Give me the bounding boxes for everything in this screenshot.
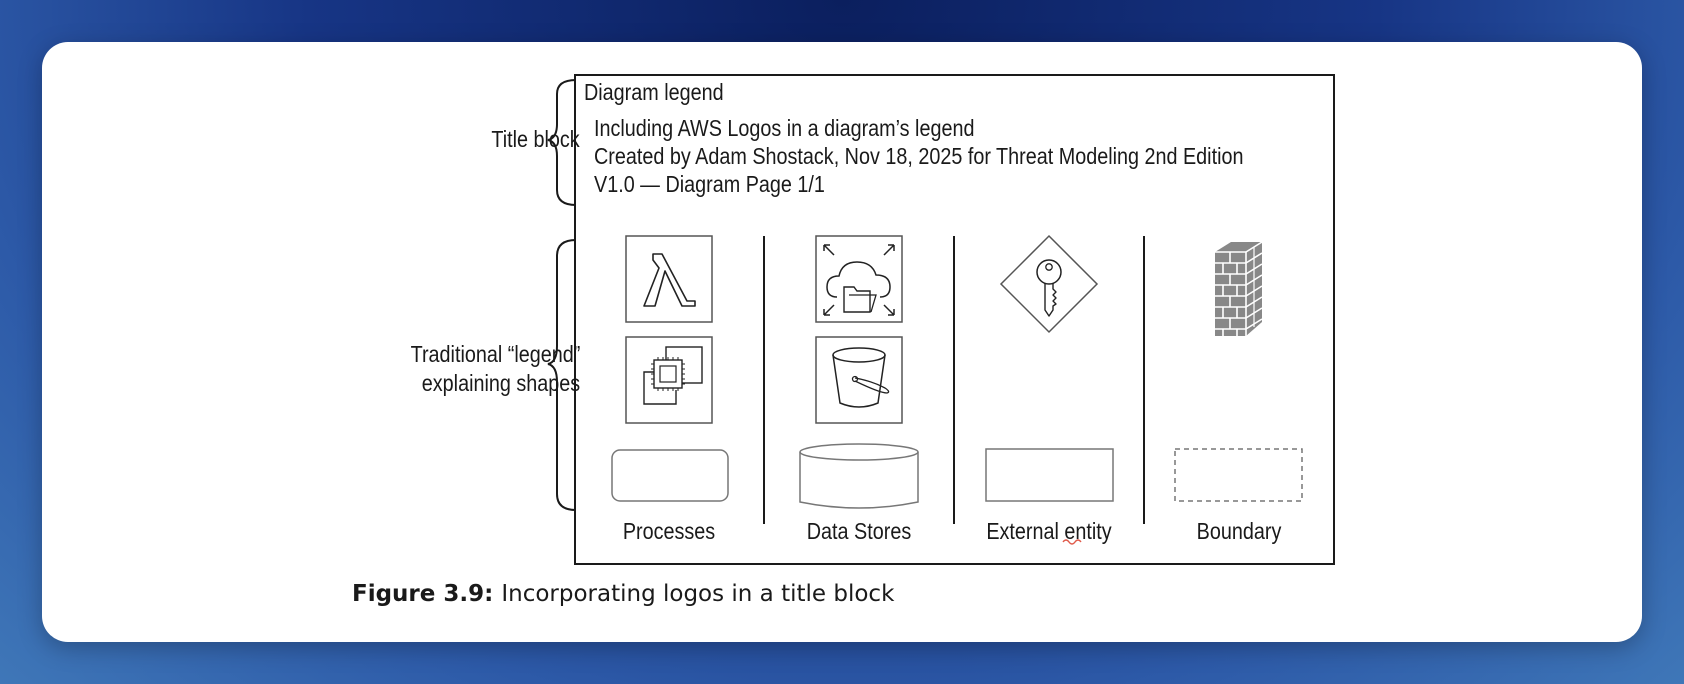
figure-card: Title block Traditional “legend” explain… [42,42,1642,642]
figure-caption: Figure 3.9: Incorporating logos in a titl… [352,579,894,608]
title-line-2: Created by Adam Shostack, Nov 18, 2025 f… [594,143,1244,169]
title-line-1: Including AWS Logos in a diagram’s legen… [594,115,975,141]
figure-number: Figure 3.9: [352,581,494,607]
process-shape [611,449,729,502]
s3-bucket-icon [815,336,903,424]
column-label-external-entity: External entity [986,518,1112,544]
firewall-icon [1215,241,1263,336]
spellcheck-mark [1062,539,1082,545]
data-store-shape [799,443,919,509]
legend-label-line2: explaining shapes [421,370,580,396]
lambda-icon [625,235,713,323]
key-diamond-icon [999,234,1099,334]
legend-brace [547,239,577,511]
column-label-processes: Processes [622,518,716,544]
figure-caption-text: Incorporating logos in a title block [501,581,895,607]
cloud-folder-icon [815,235,903,323]
column-label-boundary: Boundary [1196,518,1282,544]
column-label-data-stores: Data Stores [806,518,912,544]
external-entity-shape [985,448,1114,502]
ec2-chip-icon [625,336,713,424]
title-line-3: V1.0 — Diagram Page 1/1 [594,171,825,197]
legend-heading: Diagram legend [584,79,724,105]
legend-box [574,74,1335,565]
boundary-shape [1174,448,1303,502]
title-block-brace [547,79,577,206]
braces-layer [547,79,577,511]
legend-shapes-layer [611,234,1303,545]
title-block-label: Title block [491,126,580,152]
